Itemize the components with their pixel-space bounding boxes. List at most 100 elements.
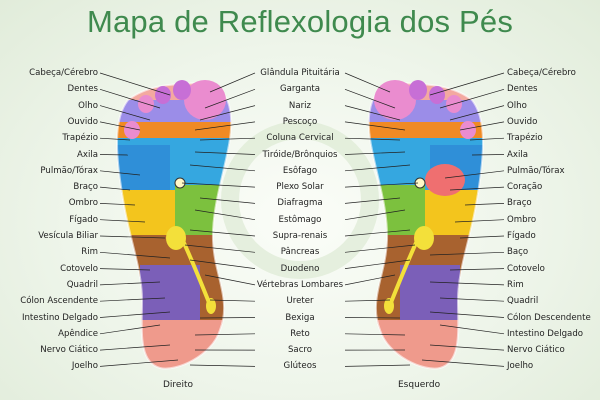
left-label: Cotovelo — [60, 263, 98, 274]
toe — [460, 121, 476, 139]
leader-line — [99, 251, 171, 259]
left-foot-label: Esquerdo — [398, 380, 441, 390]
leader-line — [99, 297, 166, 302]
leader-line — [449, 186, 505, 191]
leader-line — [99, 72, 171, 96]
leader-line — [204, 274, 256, 286]
leader-line — [99, 324, 161, 335]
leader-line — [99, 311, 171, 318]
leader-line — [429, 251, 505, 256]
toe — [173, 80, 191, 100]
leader-line — [344, 364, 411, 367]
right-label: Baço — [507, 247, 529, 258]
leader-line — [99, 268, 151, 271]
right-label: Ombro — [507, 214, 537, 225]
left-foot — [367, 80, 484, 370]
leader-line — [429, 344, 505, 351]
leader-line — [344, 88, 396, 109]
leader-line — [344, 151, 406, 155]
left-label: Trapézio — [62, 133, 98, 144]
leader-line — [429, 72, 505, 96]
center-label: Esôfago — [282, 165, 318, 176]
left-label: Nervo Ciático — [40, 345, 98, 356]
leader-line — [429, 281, 505, 286]
left-label: Fígado — [69, 214, 98, 225]
left-label: Intestino Delgado — [21, 312, 98, 323]
leader-line — [439, 324, 505, 335]
leader-line — [189, 259, 256, 269]
left-label: Ombro — [68, 198, 98, 209]
toe — [409, 80, 427, 100]
left-label: Braço — [73, 182, 98, 193]
big-toe — [184, 80, 226, 120]
leader-line — [344, 105, 401, 121]
leader-line — [454, 219, 505, 223]
leader-line — [344, 72, 391, 93]
left-label: Pulmão/Tórax — [40, 165, 98, 176]
leader-line — [344, 164, 411, 172]
leader-line — [449, 268, 505, 271]
center-label: Glândula Pituitária — [260, 68, 340, 78]
leader-line — [99, 105, 151, 121]
left-label: Quadril — [66, 279, 98, 290]
center-label: Duodeno — [280, 263, 320, 274]
right-label: Rim — [507, 279, 524, 290]
right-label: Coração — [507, 182, 543, 193]
right-foot-label: Direito — [163, 380, 194, 390]
right-label: Pulmão/Tórax — [507, 165, 565, 176]
leader-line — [469, 137, 505, 141]
leader-line — [439, 88, 505, 109]
leader-line — [344, 121, 406, 131]
leader-line — [464, 203, 505, 206]
right-foot — [116, 80, 233, 370]
leader-line — [199, 137, 256, 141]
center-label: Garganta — [279, 84, 321, 95]
right-label: Quadril — [507, 296, 539, 307]
right-label: Cabeça/Cérebro — [507, 68, 576, 78]
leader-line — [459, 235, 505, 239]
left-label: Ouvido — [67, 116, 98, 127]
leader-line — [471, 154, 505, 156]
leader-line — [99, 186, 131, 191]
leader-line — [184, 244, 256, 253]
left-label: Cabeça/Cérebro — [29, 68, 98, 78]
leader-line — [344, 317, 401, 319]
big-toe — [374, 80, 416, 120]
left-label: Apêndice — [58, 328, 98, 339]
center-label: Coluna Cervical — [266, 133, 334, 144]
right-label: Trapézio — [507, 133, 543, 144]
left-label: Dentes — [67, 84, 99, 95]
leader-line — [344, 137, 401, 141]
leader-line — [194, 209, 256, 221]
center-label: Pescoço — [282, 116, 318, 127]
center-label: Diafragma — [277, 198, 323, 209]
right-label: Olho — [507, 100, 527, 111]
leader-line — [99, 88, 161, 109]
leader-line — [444, 170, 505, 179]
right-label: Intestino Delgado — [507, 328, 584, 339]
leader-line — [204, 88, 256, 109]
center-label: Bexiga — [285, 312, 315, 323]
toe — [429, 86, 445, 104]
right-label: Fígado — [507, 231, 536, 241]
leader-line — [99, 219, 146, 223]
leader-line — [99, 235, 166, 239]
leader-line — [449, 105, 505, 121]
leader-line — [189, 364, 256, 367]
leader-line — [189, 229, 256, 237]
center-label: Tiróide/Brônquios — [262, 149, 338, 160]
leader-line — [99, 359, 179, 367]
right-label: Axila — [507, 149, 529, 160]
leader-line — [99, 121, 141, 131]
leader-line — [194, 333, 256, 336]
right-label: Dentes — [507, 84, 538, 95]
right-label: Nervo Ciático — [507, 345, 565, 356]
leader-line — [199, 105, 256, 121]
leader-line — [189, 164, 256, 172]
leader-lines — [99, 72, 505, 367]
leader-line — [99, 154, 129, 156]
leader-line — [99, 170, 141, 176]
leader-line — [421, 359, 505, 367]
leader-line — [344, 197, 401, 204]
